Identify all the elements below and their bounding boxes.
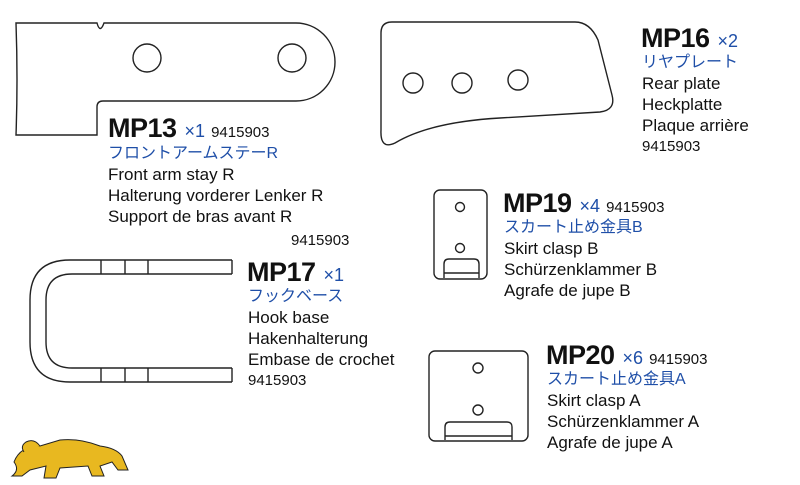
part-code: MP17: [247, 257, 316, 287]
part-mp16-header: MP16 ×2: [641, 24, 738, 52]
tiger-logo: [10, 439, 129, 479]
mp16-drawing: [380, 21, 614, 146]
part-number: 9415903: [248, 372, 307, 389]
name-en: Skirt clasp A: [547, 391, 641, 410]
name-jp: スカート止め金具B: [504, 219, 643, 236]
name-jp: フックベース: [248, 288, 344, 305]
mp19-drawing: [433, 189, 488, 280]
name-de: Schürzenklammer B: [504, 260, 658, 279]
name-fr: Support de bras avant R: [108, 207, 293, 226]
name-jp: スカート止め金具A: [547, 371, 686, 388]
part-qty: ×1: [323, 265, 345, 285]
name-en: Hook base: [248, 308, 330, 327]
part-mp13-header: MP13 ×1 9415903: [108, 114, 269, 142]
part-number: 9415903: [291, 232, 350, 249]
part-mp19-header: MP19 ×4 9415903: [503, 189, 664, 217]
mp17-drawing: [29, 259, 233, 383]
part-code: MP13: [108, 113, 177, 143]
part-code: MP19: [503, 188, 572, 218]
part-number: 9415903: [606, 199, 665, 216]
part-qty: ×4: [579, 196, 601, 216]
mp13-drawing: [15, 22, 336, 136]
name-fr: Plaque arrière: [642, 116, 749, 135]
name-de: Heckplatte: [642, 95, 723, 114]
name-de: Hakenhalterung: [248, 329, 369, 348]
name-jp: リヤプレート: [642, 54, 739, 71]
part-code: MP16: [641, 23, 710, 53]
part-code: MP20: [546, 340, 615, 370]
mp20-drawing: [428, 350, 529, 442]
name-fr: Agrafe de jupe A: [547, 433, 673, 452]
part-mp20-names: スカート止め金具A Skirt clasp A Schürzenklammer …: [547, 369, 699, 453]
part-mp20-header: MP20 ×6 9415903: [546, 341, 707, 369]
part-qty: ×6: [622, 348, 644, 368]
part-number: 9415903: [211, 124, 270, 141]
part-mp19-names: スカート止め金具B Skirt clasp B Schürzenklammer …: [504, 217, 657, 301]
name-en: Skirt clasp B: [504, 239, 599, 258]
part-number: 9415903: [649, 351, 708, 368]
name-fr: Agrafe de jupe B: [504, 281, 631, 300]
name-de: Schürzenklammer A: [547, 412, 700, 431]
part-mp17-names: フックベース Hook base Hakenhalterung Embase d…: [248, 286, 394, 391]
name-de: Halterung vorderer Lenker R: [108, 186, 324, 205]
part-number: 9415903: [642, 138, 701, 155]
name-en: Front arm stay R: [108, 165, 235, 184]
name-fr: Embase de crochet: [248, 350, 395, 369]
part-qty: ×2: [717, 31, 739, 51]
part-mp17-header: MP17 ×1: [247, 258, 344, 286]
part-qty: ×1: [184, 121, 206, 141]
name-en: Rear plate: [642, 74, 721, 93]
part-mp16-names: リヤプレート Rear plate Heckplatte Plaque arri…: [642, 52, 749, 157]
name-jp: フロントアームステーR: [108, 145, 279, 162]
part-mp13-names: フロントアームステーR Front arm stay R Halterung v…: [108, 143, 323, 227]
